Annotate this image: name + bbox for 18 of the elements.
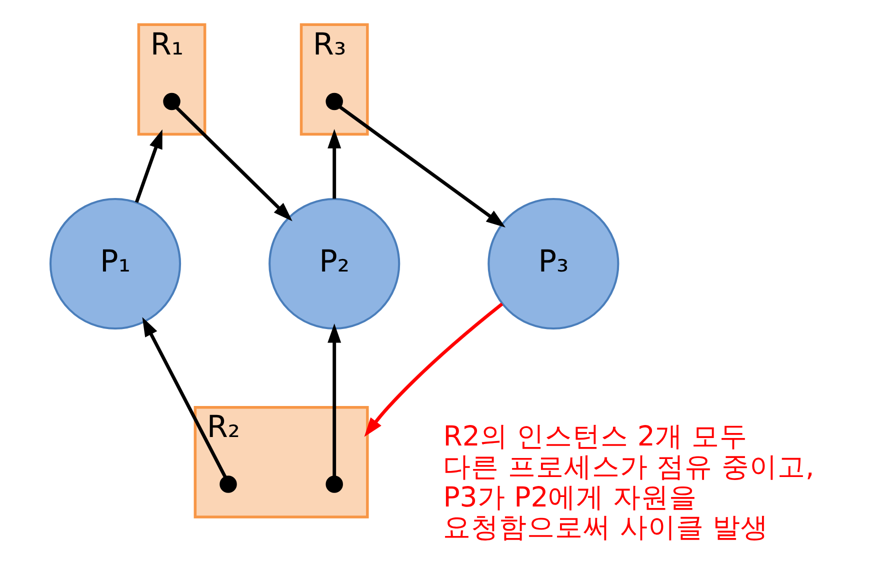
arrow (134, 129, 162, 203)
cluster: R₁ (136, 23, 206, 136)
cluster: R₂ (193, 406, 368, 518)
node-circle (325, 92, 342, 110)
node-circle (219, 476, 236, 493)
arrow (327, 129, 341, 199)
cluster: R₃ (299, 23, 368, 136)
node-circle (325, 476, 342, 493)
arrow (142, 317, 226, 478)
arrow (364, 302, 503, 437)
node-circle (162, 92, 180, 110)
node-circle: P₃ (487, 198, 619, 330)
node-circle: P₂ (268, 198, 400, 330)
arrow (338, 106, 505, 228)
label: R2의 인스턴스 2개 모두 다른 프로세스가 점유 중이고, P3가 P2에게 자원을 요청함으로써 사이클 발생 (442, 420, 814, 544)
arrow (327, 323, 341, 476)
node-circle: P₁ (48, 198, 181, 330)
arrow (175, 106, 292, 222)
